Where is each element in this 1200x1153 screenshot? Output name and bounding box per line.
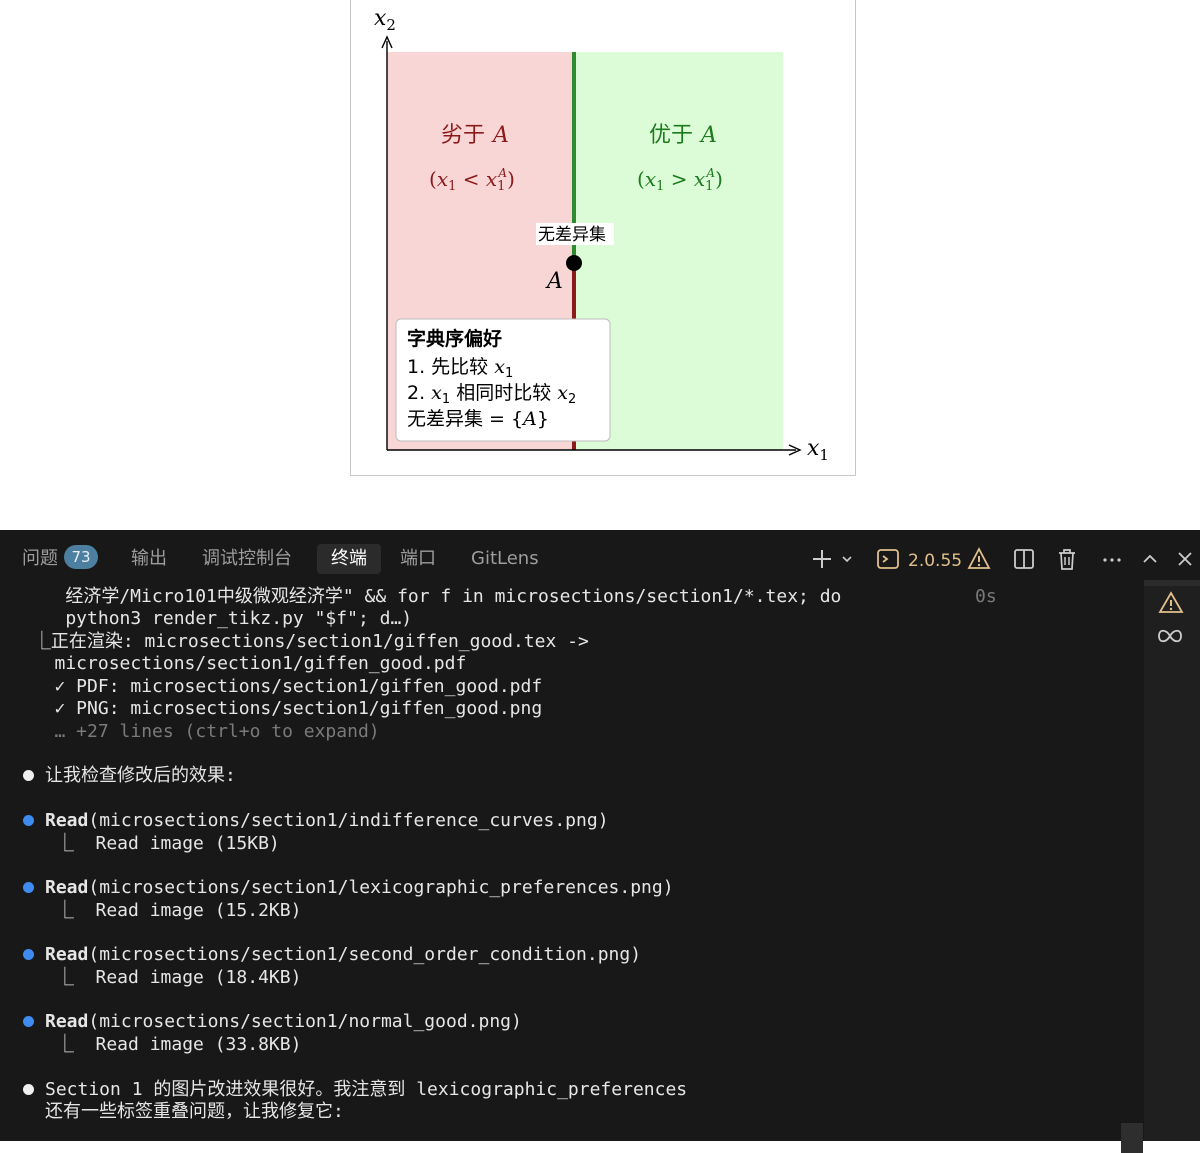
warning-icon[interactable]: [967, 544, 991, 574]
y-axis-label: x2: [374, 6, 396, 34]
tab-terminal[interactable]: 终端: [317, 544, 381, 574]
read-call: Read(microsections/section1/indifference…: [45, 810, 609, 831]
indiff-label: 无差异集: [538, 225, 606, 245]
bottom-panel: 问题 73 输出 调试控制台 终端 端口 GitLens 2.0.55: [0, 530, 1200, 1153]
split-icon[interactable]: [1012, 544, 1036, 574]
terminal-line: ✓ PNG: microsections/section1/giffen_goo…: [22, 698, 543, 719]
read-result: ⎿ Read image (18.4KB): [45, 967, 302, 988]
terminal-output[interactable]: 经济学/Micro101中级微观经济学" && for f in microse…: [0, 586, 1142, 1141]
tab-ports[interactable]: 端口: [400, 548, 436, 569]
terminal-scrollbar-thumb[interactable]: [1121, 1123, 1143, 1153]
terminal-icon: [877, 549, 899, 569]
collapsed-lines-hint[interactable]: … +27 lines (ctrl+o to expand): [22, 721, 380, 742]
y-axis-arrow: [381, 35, 393, 49]
bullet-blue: [23, 1016, 34, 1027]
read-result: ⎿ Read image (15KB): [45, 833, 280, 854]
terminal-profile[interactable]: [876, 544, 900, 574]
terminal-message: 还有一些标签重叠问题，让我修复它:: [45, 1101, 344, 1122]
chevron-up-icon[interactable]: [1140, 544, 1160, 574]
info-box-title: 字典序偏好: [407, 327, 502, 350]
info-box-line1: 1. 先比较 x1: [407, 356, 513, 381]
read-result: ⎿ Read image (33.8KB): [45, 1034, 302, 1055]
elapsed-time: 0s: [975, 586, 997, 607]
info-box: [395, 318, 611, 442]
chevron-down-icon[interactable]: [840, 544, 854, 574]
terminal-line: python3 render_tikz.py "$f"; d…): [22, 608, 413, 629]
bullet-blue: [23, 815, 34, 826]
terminal-line: ⎿正在渲染: microsections/section1/giffen_goo…: [22, 631, 589, 652]
point-a-label: A: [545, 269, 563, 294]
bullet-blue: [23, 882, 34, 893]
tab-output[interactable]: 输出: [131, 548, 167, 569]
indiff-label-bg: [536, 223, 614, 245]
info-box-line2: 2. x1 相同时比较 x2: [407, 382, 576, 407]
read-call: Read(microsections/section1/normal_good.…: [45, 1011, 522, 1032]
terminal-message: Section 1 的图片改进效果很好。我注意到 lexicographic_p…: [45, 1079, 688, 1100]
terminal-line: 经济学/Micro101中级微观经济学" && for f in microse…: [22, 586, 842, 607]
bullet-white: [23, 770, 34, 781]
terminal-line: microsections/section1/giffen_good.pdf: [22, 653, 467, 674]
tab-gitlens[interactable]: GitLens: [471, 548, 539, 569]
infinity-icon[interactable]: [1156, 624, 1184, 652]
terminal-sidebar: [1144, 586, 1200, 1141]
close-icon[interactable]: [1175, 544, 1195, 574]
ellipsis-icon[interactable]: [1100, 544, 1124, 574]
read-call: Read(microsections/section1/second_order…: [45, 944, 642, 965]
terminal-line: ✓ PDF: microsections/section1/giffen_goo…: [22, 676, 543, 697]
x-axis-arrow: [788, 444, 802, 456]
read-result: ⎿ Read image (15.2KB): [45, 900, 302, 921]
read-call: Read(microsections/section1/lexicographi…: [45, 877, 674, 898]
point-a: [566, 255, 582, 271]
problems-count-badge: 73: [64, 545, 98, 569]
better-region-condition: (x1 > x1A): [637, 166, 723, 194]
info-box-line3: 无差异集 = {A}: [407, 408, 549, 430]
panel-tab-bar: 问题 73 输出 调试控制台 终端 端口 GitLens 2.0.55: [0, 530, 1200, 586]
version-label: 2.0.55: [908, 551, 963, 571]
worse-region-condition: (x1 < x1A): [429, 166, 515, 194]
bullet-blue: [23, 949, 34, 960]
tab-problems-label: 问题: [22, 548, 58, 569]
x-axis-label: x1: [807, 436, 829, 464]
plus-icon[interactable]: [810, 544, 834, 574]
tab-debug-console[interactable]: 调试控制台: [202, 548, 292, 569]
trash-icon[interactable]: [1055, 544, 1079, 574]
bullet-white: [23, 1084, 34, 1095]
warning-icon[interactable]: [1158, 590, 1184, 620]
tab-problems[interactable]: 问题 73: [22, 544, 98, 574]
terminal-message: 让我检查修改后的效果:: [45, 765, 236, 786]
